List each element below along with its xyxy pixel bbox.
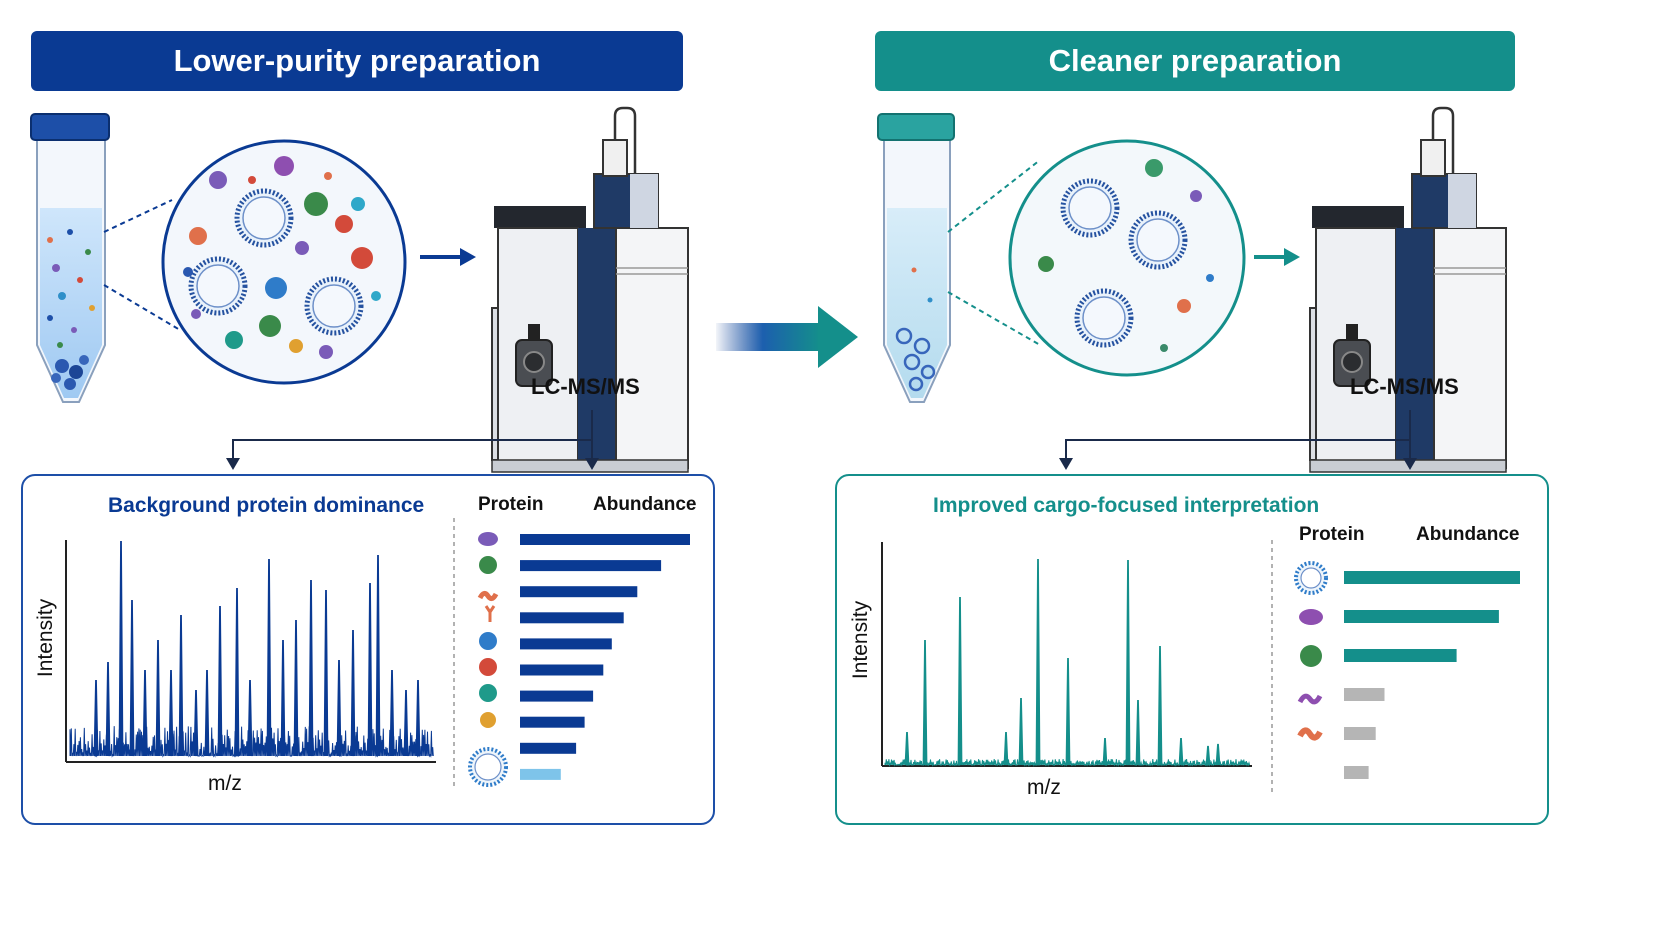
spectrum-peak bbox=[350, 629, 356, 757]
spectrum-peak bbox=[1065, 657, 1071, 766]
spectrum-peak bbox=[142, 669, 148, 757]
right-col-protein: Protein bbox=[1299, 524, 1365, 545]
spectrum-peak bbox=[904, 731, 910, 766]
spectrum-peak bbox=[204, 669, 210, 757]
right-connector-arrows bbox=[1065, 410, 1411, 460]
abundance-bar bbox=[520, 586, 638, 598]
left-title-banner: Lower-purity preparation bbox=[31, 31, 683, 91]
green-protein-icon bbox=[479, 556, 497, 574]
antibody-icon bbox=[484, 605, 496, 622]
spectrum-peak bbox=[1102, 737, 1108, 766]
blue-protein-icon bbox=[479, 632, 497, 650]
left-instrument-label: LC-MS/MS bbox=[531, 374, 640, 399]
purple-protein-icon bbox=[1299, 609, 1323, 625]
spectrum-peak bbox=[1157, 645, 1163, 766]
spectrum-peak bbox=[1205, 745, 1211, 766]
yellow-protein-icon bbox=[480, 712, 496, 728]
spectrum-peak bbox=[1125, 559, 1131, 766]
spectrum-peak bbox=[234, 587, 240, 757]
left-sample-tube bbox=[30, 113, 110, 403]
vesicle-marker-icon bbox=[468, 747, 508, 787]
left-col-abundance: Abundance bbox=[593, 494, 697, 515]
orange-protein-icon bbox=[477, 590, 499, 602]
spectrum-peak bbox=[129, 599, 135, 757]
spectrum-peak bbox=[308, 579, 314, 757]
abundance-bar bbox=[1344, 688, 1385, 701]
spectrum-peak bbox=[266, 558, 272, 757]
abundance-bar bbox=[1344, 571, 1520, 584]
left-connector-arrows bbox=[232, 410, 593, 460]
abundance-bar bbox=[520, 716, 585, 728]
right-x-label: m/z bbox=[1027, 776, 1061, 799]
transition-arrow bbox=[716, 306, 858, 368]
spectrum-peak bbox=[1018, 697, 1024, 766]
spectrum-peak bbox=[323, 589, 329, 757]
spectrum-peak bbox=[389, 669, 395, 757]
spectrum-peak bbox=[118, 540, 124, 757]
red-protein-icon bbox=[479, 658, 497, 676]
abundance-bar bbox=[520, 690, 594, 702]
abundance-bar bbox=[520, 638, 612, 650]
right-col-abundance: Abundance bbox=[1416, 524, 1520, 545]
left-panel-title: Background protein dominance bbox=[108, 494, 425, 517]
spectrum-peak bbox=[168, 669, 174, 757]
spectrum-peak bbox=[415, 679, 421, 757]
right-panel-title: Improved cargo-focused interpretation bbox=[933, 494, 1320, 517]
spectrum-peak bbox=[1003, 731, 1009, 766]
spectrum-peak bbox=[367, 582, 373, 757]
spectrum-peak bbox=[280, 639, 286, 757]
teal-protein-icon bbox=[479, 684, 497, 702]
abundance-bar bbox=[520, 560, 662, 572]
abundance-bar bbox=[1344, 766, 1369, 779]
left-results-panel bbox=[21, 474, 715, 825]
spectrum-peak bbox=[178, 614, 184, 757]
green-protein-icon bbox=[1300, 645, 1322, 667]
vesicle-icon bbox=[1294, 561, 1328, 595]
spectrum-peak bbox=[1215, 743, 1221, 766]
spectrum-peak bbox=[105, 661, 111, 757]
right-title: Cleaner preparation bbox=[1048, 43, 1342, 78]
abundance-bar bbox=[1344, 727, 1376, 740]
abundance-bar bbox=[520, 534, 690, 545]
spectrum-peak bbox=[247, 679, 253, 757]
spectrum-peak bbox=[922, 639, 928, 766]
abundance-bar bbox=[520, 612, 624, 624]
spectrum-peak bbox=[1135, 699, 1141, 766]
spectrum-peak bbox=[336, 659, 342, 757]
spectrum-peak bbox=[1035, 558, 1041, 766]
right-title-banner: Cleaner preparation bbox=[875, 31, 1515, 91]
spectrum-peak bbox=[193, 689, 199, 757]
abundance-bar bbox=[1344, 649, 1457, 662]
spectrum-peak bbox=[93, 679, 99, 757]
spectrum-peak bbox=[957, 596, 963, 766]
left-x-label: m/z bbox=[208, 772, 242, 795]
abundance-bar bbox=[520, 742, 577, 754]
spectrum-peak bbox=[293, 619, 299, 757]
left-title: Lower-purity preparation bbox=[173, 43, 541, 78]
spectrum-peak bbox=[375, 554, 381, 757]
right-sample-tube bbox=[877, 113, 955, 403]
purple-protein-icon bbox=[478, 532, 498, 546]
spectrum-peak bbox=[217, 605, 223, 757]
abundance-bar bbox=[1344, 610, 1499, 623]
abundance-bar bbox=[520, 768, 561, 780]
right-instrument-label: LC-MS/MS bbox=[1350, 374, 1459, 399]
spectrum-peak bbox=[403, 689, 409, 757]
purple-chain-icon bbox=[1297, 693, 1323, 705]
right-magnified-view bbox=[1008, 139, 1246, 377]
spectrum-peak bbox=[155, 639, 161, 757]
spectrum-peak bbox=[1178, 737, 1184, 766]
left-col-protein: Protein bbox=[478, 494, 544, 515]
left-magnified-view bbox=[161, 139, 407, 385]
abundance-bar bbox=[520, 664, 604, 676]
orange-protein-icon bbox=[1297, 727, 1323, 741]
